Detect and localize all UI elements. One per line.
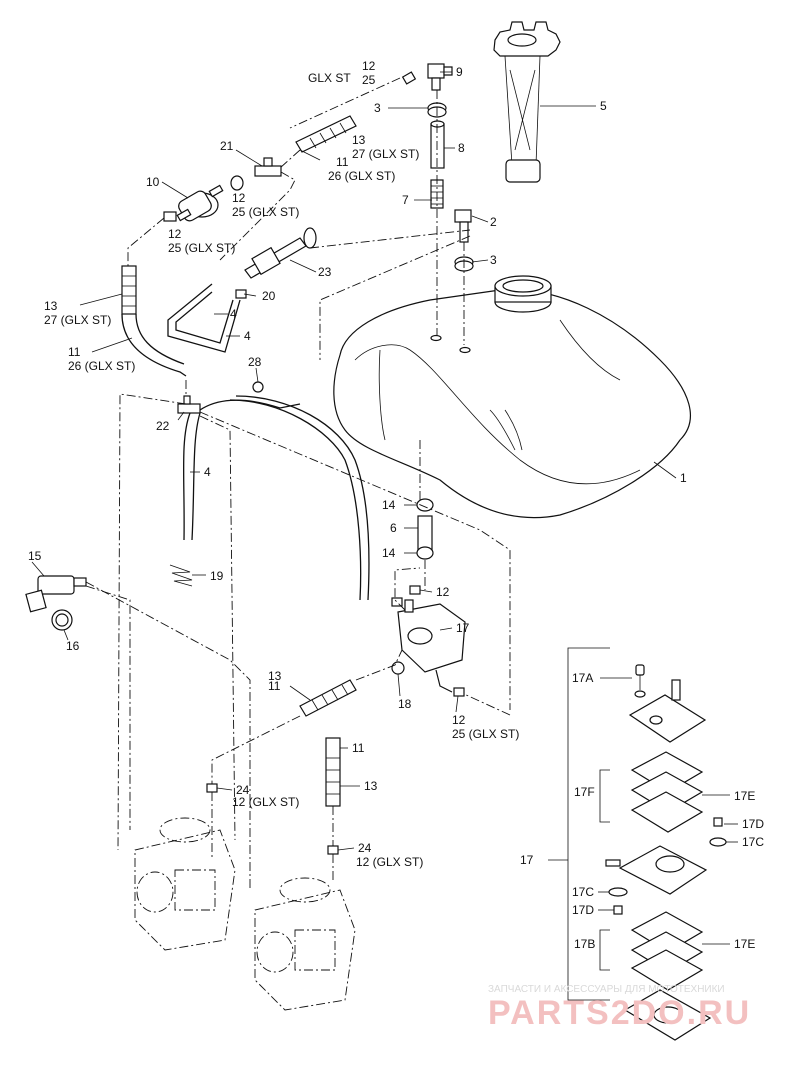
hose-13-vertical: [325, 737, 341, 807]
fuel-valve-15: [25, 575, 87, 613]
breather-hose-4: [167, 283, 241, 353]
label-2: 2: [490, 215, 497, 229]
label-23: 23: [318, 265, 332, 279]
label-13-vert: 13: [364, 779, 378, 793]
label-12-filter: 12: [232, 191, 246, 205]
tube-8: [430, 120, 445, 169]
label-17B: 17B: [574, 937, 595, 951]
pump-kit-box: [548, 647, 727, 1041]
label-17-kit: 17: [520, 853, 534, 867]
filler-neck: [494, 275, 552, 313]
label-19: 19: [210, 569, 224, 583]
label-11-vert: 11: [352, 741, 365, 755]
label-10: 10: [146, 175, 160, 189]
label-27-left: 27 (GLX ST): [44, 313, 111, 327]
label-15: 15: [28, 549, 42, 563]
label-27-top: 27 (GLX ST): [352, 147, 419, 161]
label-glx-st: GLX ST: [308, 71, 351, 85]
clamp-12-pump: [409, 585, 421, 595]
label-3-mid: 3: [490, 253, 497, 267]
watermark-tagline: ЗАПЧАСТИ И АКСЕССУАРЫ ДЛЯ МОТОТЕХНИКИ: [488, 984, 725, 995]
label-25-top: 25: [362, 73, 376, 87]
label-21: 21: [220, 139, 234, 153]
valve-23: [244, 227, 317, 279]
clamp-12-filter: [230, 175, 244, 191]
label-12-top: 12: [362, 59, 376, 73]
label-14-top: 14: [382, 498, 396, 512]
fuel-pump-17: [391, 597, 466, 693]
nut-16: [51, 609, 73, 631]
label-6: 6: [390, 521, 397, 535]
label-11-mid: 11: [268, 679, 281, 693]
label-4-b: 4: [244, 329, 251, 343]
label-11-top: 11: [336, 155, 349, 169]
label-17E-2: 17E: [734, 937, 755, 951]
label-18: 18: [398, 697, 412, 711]
fuel-tank: [333, 275, 691, 519]
label-14-bottom: 14: [382, 546, 396, 560]
label-9: 9: [456, 65, 463, 79]
label-13-mid: 13: [268, 669, 282, 683]
label-22: 22: [156, 419, 170, 433]
clamp-12-pump-out: [453, 687, 465, 697]
label-12-pump: 12: [436, 585, 450, 599]
fuel-filter-10: [176, 184, 224, 222]
hose-13-top: [295, 115, 357, 153]
fitting-2: [454, 209, 472, 243]
carburetor-left: [134, 817, 236, 951]
watermark: ЗАПЧАСТИ И АКСЕССУАРЫ ДЛЯ МОТОТЕХНИКИ PA…: [488, 984, 751, 1032]
label-17A: 17A: [572, 671, 593, 685]
label-17E-1: 17E: [734, 789, 755, 803]
label-7: 7: [402, 193, 409, 207]
label-17F: 17F: [574, 785, 595, 799]
grommet-18: [391, 661, 405, 675]
watermark-logo: PARTS2DO.RU: [488, 994, 751, 1032]
label-5: 5: [600, 99, 607, 113]
check-valve-28: [252, 381, 264, 393]
label-17C-1: 17C: [742, 835, 764, 849]
clamp-12-top: [401, 71, 417, 85]
label-17D-1: 17D: [742, 817, 764, 831]
part-labels: 1 2 3 3 4 4 4 5 6 7 8 9 10 11 11 11 11 1…: [28, 59, 764, 951]
label-12-glx-left: 12 (GLX ST): [232, 795, 299, 809]
leader-lines: [31, 71, 738, 945]
clamp-14-bottom: [416, 546, 434, 560]
label-25-pump: 25 (GLX ST): [452, 727, 519, 741]
label-25-filter: 25 (GLX ST): [232, 205, 299, 219]
label-1: 1: [680, 471, 687, 485]
clamp-12-left: [163, 211, 177, 222]
hose-13-left: [121, 265, 187, 377]
label-8: 8: [458, 141, 465, 155]
tee-fitting-21: [254, 157, 282, 177]
label-12-pump-out: 12: [452, 713, 466, 727]
clamp-24-right: [327, 845, 339, 855]
clamp-24-left: [206, 783, 218, 793]
label-26-top: 26 (GLX ST): [328, 169, 395, 183]
spring-19: [169, 564, 193, 587]
hose-13-mid: [299, 679, 357, 717]
label-12-left: 12: [168, 227, 182, 241]
label-17D-2: 17D: [572, 903, 594, 917]
label-11-left: 11: [68, 345, 81, 359]
label-28: 28: [248, 355, 262, 369]
label-13-top: 13: [352, 133, 366, 147]
tee-fitting-22: [177, 395, 201, 414]
fuel-level-sender: [493, 21, 561, 183]
label-13-left: 13: [44, 299, 58, 313]
label-24-right: 24: [358, 841, 372, 855]
label-12-glx-right: 12 (GLX ST): [356, 855, 423, 869]
label-3-top: 3: [374, 101, 381, 115]
fitting-9: [427, 63, 453, 91]
label-4-c: 4: [204, 465, 211, 479]
label-17C-2: 17C: [572, 885, 594, 899]
label-16: 16: [66, 639, 80, 653]
label-17-pump: 17: [456, 621, 470, 635]
label-25-left: 25 (GLX ST): [168, 241, 235, 255]
label-20: 20: [262, 289, 276, 303]
carburetor-right: [254, 877, 356, 1011]
label-26-left: 26 (GLX ST): [68, 359, 135, 373]
label-4-a: 4: [230, 307, 237, 321]
label-24-left: 24: [236, 783, 250, 797]
